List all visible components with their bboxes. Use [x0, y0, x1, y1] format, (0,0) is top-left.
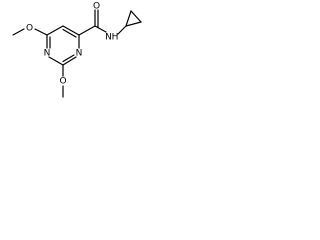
bond-c6-o: [34, 28, 48, 36]
bond-n1-c2: [48, 56, 64, 66]
atom-n-amide: N: [105, 33, 112, 43]
atom-n-ring-1: N: [44, 49, 51, 59]
bond-c4-carbonyl: [78, 25, 96, 36]
bond-carbonyl-n: [94, 25, 107, 33]
atom-o-carbonyl: O: [93, 2, 100, 12]
atom-h-amide: H: [112, 33, 119, 43]
bond-cyclopropyl-c: [125, 21, 142, 27]
cyclopropyl-group: [117, 10, 142, 35]
methoxy-group-6: [12, 28, 48, 36]
pyrimidine-ring: [46, 25, 80, 66]
chemical-structure: O N H N N O O: [12, 2, 142, 98]
atom-o-methoxy-6: O: [26, 24, 33, 34]
bond-cyclopropyl-a: [125, 10, 132, 27]
bond-c2-n3: [62, 56, 77, 66]
bond-cyclopropyl-b: [130, 10, 142, 23]
bond-c2-n3-inner: [62, 54, 75, 63]
amide-group: [78, 9, 107, 36]
bond-c4-c5: [62, 25, 80, 36]
atom-n-ring-3: N: [76, 49, 83, 59]
atom-o-methoxy-2: O: [59, 77, 66, 87]
bond-c4-c5-inner: [62, 28, 77, 38]
bond-o-methyl-6: [12, 28, 25, 36]
bond-n-cyclopropyl: [117, 25, 127, 35]
bond-c5-c6: [46, 25, 64, 36]
